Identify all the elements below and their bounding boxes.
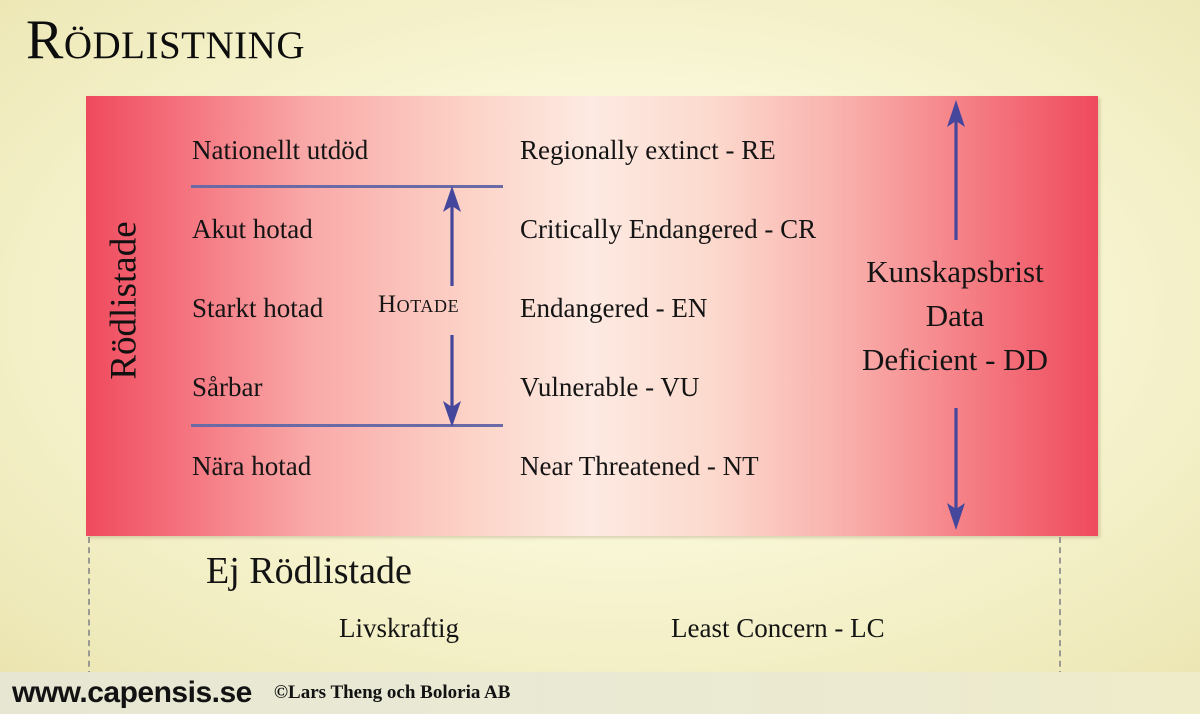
not-redlisted-swedish: Livskraftig	[339, 613, 459, 643]
category-english-cr: Critically Endangered - CR	[520, 213, 817, 244]
guide-line-left	[88, 537, 90, 677]
category-row-en: Starkt hotad Endangered - EN	[192, 288, 1052, 328]
category-row-vu: Sårbar Vulnerable - VU	[192, 367, 1052, 407]
redlisted-panel	[86, 96, 1098, 536]
footer-website-link[interactable]: www.capensis.se	[12, 676, 252, 709]
category-swedish-en: Starkt hotad	[192, 292, 324, 323]
data-deficient-block: Kunskapsbrist Data Deficient - DD	[830, 250, 1080, 382]
category-row-re: Nationellt utdöd Regionally extinct - RE	[192, 130, 1052, 170]
data-deficient-line-2: Data	[925, 298, 985, 334]
category-english-en: Endangered - EN	[520, 292, 708, 323]
category-swedish-cr: Akut hotad	[192, 213, 313, 244]
arrow-up-icon	[443, 186, 461, 286]
redlisted-vertical-label-text: Rödlistade	[103, 220, 145, 380]
guide-line-right	[1059, 537, 1061, 677]
category-swedish-re: Nationellt utdöd	[192, 134, 369, 165]
redlisted-vertical-label: Rödlistade	[99, 185, 149, 415]
threatened-divider-top	[191, 185, 503, 188]
arrow-up-icon-dd	[947, 100, 965, 240]
not-redlisted-english: Least Concern - LC	[671, 613, 885, 643]
threatened-bracket-label: Hotade	[378, 291, 460, 318]
arrow-down-icon	[443, 335, 461, 427]
footer-copyright: ©Lars Theng och Boloria AB	[273, 682, 511, 703]
category-english-vu: Vulnerable - VU	[520, 371, 700, 402]
category-english-nt: Near Threatened - NT	[520, 450, 759, 481]
page-title: Rödlistning	[26, 9, 305, 71]
arrow-down-icon-dd	[947, 408, 965, 530]
footer-bar: www.capensis.se ©Lars Theng och Boloria …	[0, 672, 1200, 714]
data-deficient-line-1: Kunskapsbrist	[866, 254, 1044, 289]
category-swedish-vu: Sårbar	[192, 371, 263, 402]
category-english-re: Regionally extinct - RE	[520, 134, 776, 165]
data-deficient-line-3: Deficient - DD	[862, 342, 1048, 378]
category-swedish-nt: Nära hotad	[192, 450, 312, 481]
category-row-cr: Akut hotad Critically Endangered - CR	[192, 209, 1052, 249]
threatened-divider-bottom	[191, 424, 503, 427]
not-redlisted-title: Ej Rödlistade	[206, 550, 412, 592]
category-row-nt: Nära hotad Near Threatened - NT	[192, 446, 1052, 486]
